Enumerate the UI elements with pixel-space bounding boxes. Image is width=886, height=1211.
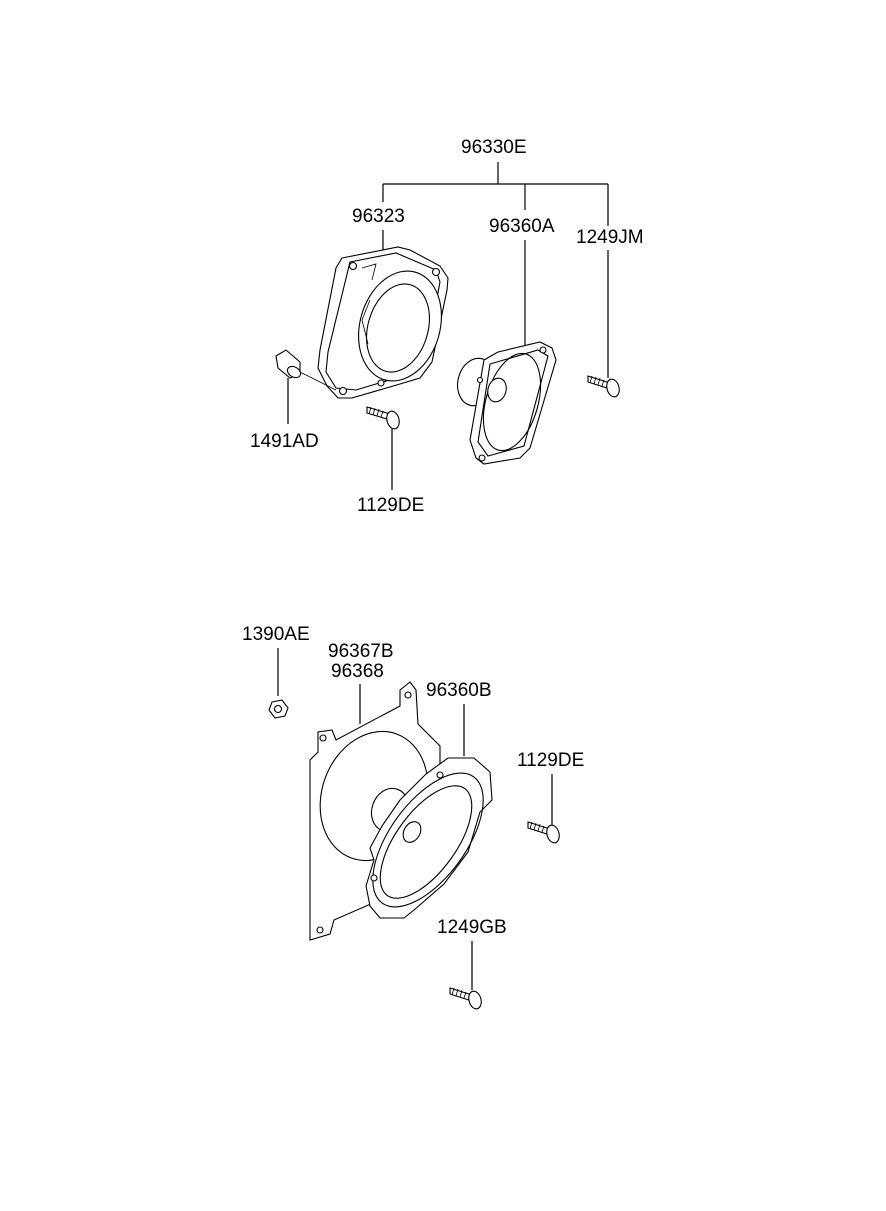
label-1390AE: 1390AE — [242, 624, 310, 645]
screw-1249GB — [449, 987, 482, 1010]
label-96368: 96368 — [331, 661, 384, 682]
label-1129DE-top: 1129DE — [357, 495, 424, 516]
label-96360B: 96360B — [426, 680, 492, 701]
label-1249GB: 1249GB — [437, 917, 507, 938]
screw-1249JM — [587, 375, 620, 398]
label-96330E: 96330E — [461, 137, 527, 158]
nut-1491AD — [275, 349, 337, 391]
label-96323: 96323 — [352, 206, 405, 227]
nut-1390AE — [268, 699, 289, 719]
label-1491AD: 1491AD — [250, 431, 319, 452]
label-96360A: 96360A — [489, 216, 555, 237]
label-1249JM: 1249JM — [576, 227, 644, 248]
label-96367B: 96367B — [328, 641, 394, 662]
label-1129DE-bottom: 1129DE — [517, 750, 584, 771]
speaker-bracket-96323 — [317, 246, 449, 399]
screw-1129DE-top — [366, 406, 400, 430]
speaker-96360B — [365, 757, 493, 919]
screw-1129DE-bottom — [527, 821, 560, 844]
assembly-tree-lines — [382, 162, 609, 226]
speaker-96360A — [457, 341, 557, 465]
